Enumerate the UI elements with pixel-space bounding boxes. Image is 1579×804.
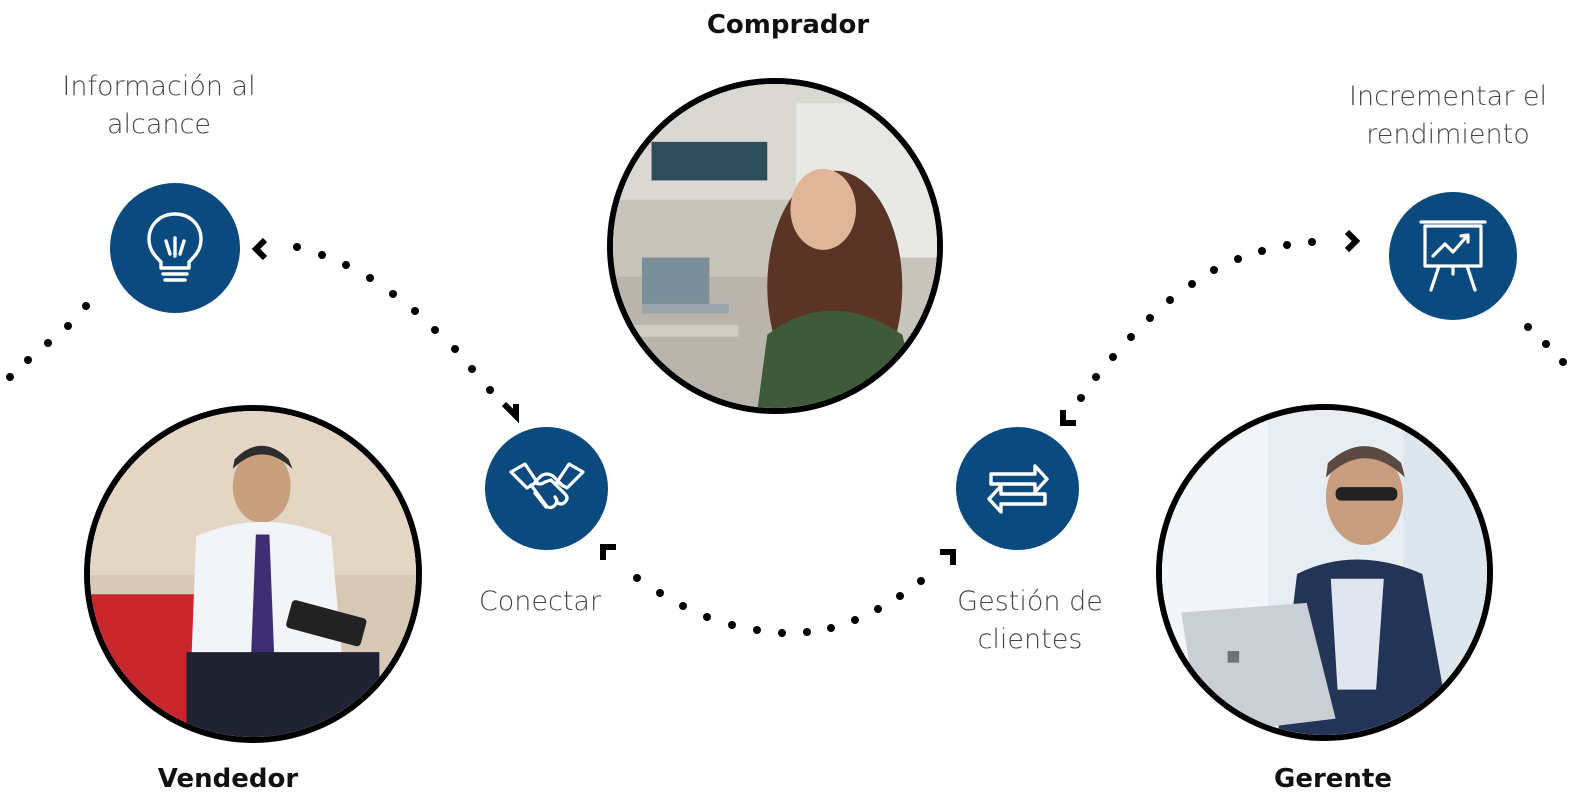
seller-photo (84, 405, 422, 743)
buyer-title: Comprador (706, 10, 870, 40)
handshake-icon (485, 427, 608, 550)
connect-label: Conectar (478, 586, 602, 617)
manager-photo (1156, 404, 1493, 741)
manager-title: Gerente (1273, 764, 1392, 794)
performance-label-line1: Incrementar el (1349, 81, 1547, 112)
clients-label-line1: Gestión de (957, 586, 1103, 617)
performance-label: Incrementar el rendimiento (1318, 78, 1578, 154)
lightbulb-icon (110, 183, 240, 313)
presentation-chart-icon (1389, 192, 1517, 320)
info-label-line1: Información al (62, 71, 256, 102)
clients-label: Gestión de clientes (905, 583, 1155, 659)
performance-label-line2: rendimiento (1366, 119, 1530, 150)
info-label-line2: alcance (106, 109, 211, 140)
buyer-photo (607, 78, 943, 414)
exchange-arrows-icon (956, 427, 1079, 550)
seller-title: Vendedor (157, 764, 299, 794)
clients-label-line2: clientes (977, 624, 1083, 655)
info-label: Información al alcance (34, 68, 284, 144)
